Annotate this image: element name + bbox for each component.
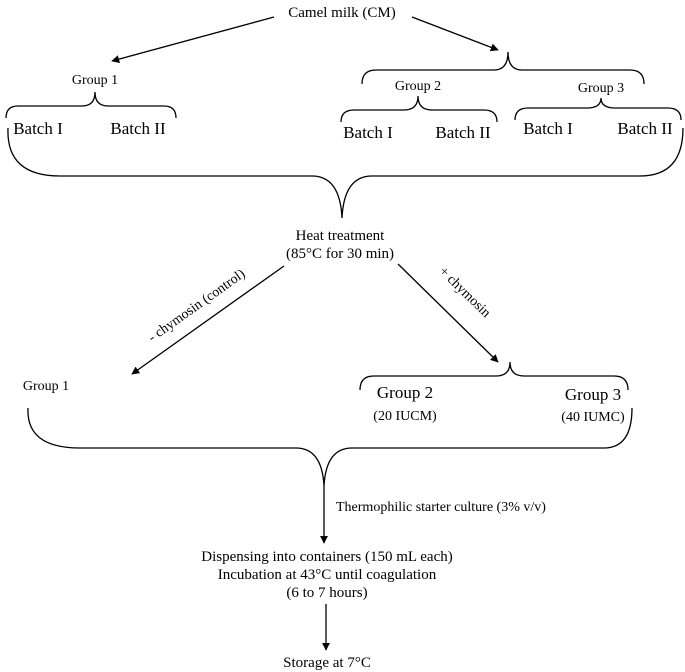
g1-batch2-label: Batch II (110, 119, 166, 138)
incubation-duration: (6 to 7 hours) (286, 585, 367, 601)
arrow-source-to-group1 (111, 16, 275, 63)
g2-batch1-label: Batch I (343, 123, 393, 142)
top-group3-label: Group 3 (578, 81, 624, 96)
heat-treatment-conditions: (85°C for 30 min) (286, 246, 394, 262)
g1-batch1-label: Batch I (13, 119, 63, 138)
lower-group2-label: Group 2 (377, 383, 433, 402)
brace-groups23 (361, 51, 645, 85)
g3-batch2-label: Batch II (617, 119, 673, 138)
storage-label: Storage at 7°C (283, 655, 371, 671)
top-group2-label: Group 2 (395, 79, 441, 94)
heat-treatment-label: Heat treatment (296, 228, 386, 244)
minus-chymosin-label: - chymosin (control) (146, 267, 249, 346)
lower-group1-label: Group 1 (23, 379, 69, 394)
arrow-plus-chymosin (397, 263, 499, 363)
g3-batch1-label: Batch I (523, 119, 573, 138)
lower-group3-dose: (40 IUMC) (561, 410, 625, 425)
incubation-label: Incubation at 43°C until coagulation (218, 567, 437, 583)
brace-group1-batches (5, 91, 177, 119)
brace-group3-batches (514, 97, 682, 121)
starter-culture-label: Thermophilic starter culture (3% v/v) (336, 500, 546, 515)
brace-merge-all-batches (7, 127, 684, 219)
lower-group3-label: Group 3 (565, 385, 621, 404)
lower-group2-dose: (20 IUCM) (373, 409, 437, 424)
brace-merge-lower-groups (27, 407, 633, 487)
g2-batch2-label: Batch II (435, 123, 491, 142)
source-label: Camel milk (CM) (288, 5, 396, 21)
dispensing-label: Dispensing into containers (150 mL each) (201, 549, 452, 565)
top-group1-label: Group 1 (72, 73, 118, 88)
brace-group2-batches (340, 95, 498, 123)
plus-chymosin-label: + chymosin (436, 264, 494, 321)
arrow-minus-chymosin (131, 265, 285, 375)
arrow-source-to-groups23 (411, 16, 499, 52)
brace-lower-groups23 (359, 361, 629, 391)
